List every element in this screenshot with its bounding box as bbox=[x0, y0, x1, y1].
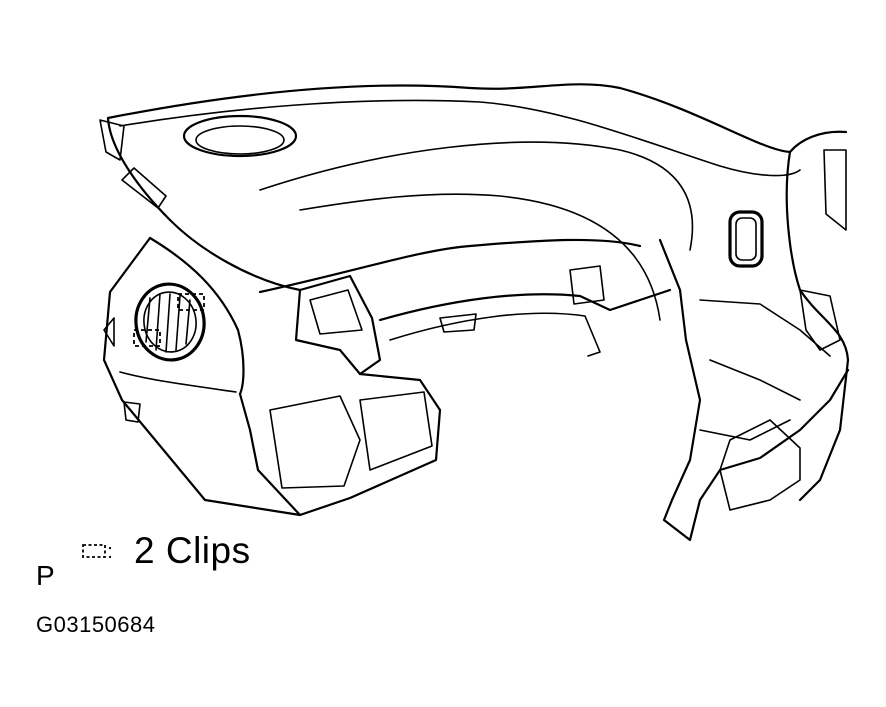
right-frame bbox=[658, 238, 850, 542]
side-air-vent-inner bbox=[143, 291, 197, 353]
legend-separator: : bbox=[107, 541, 113, 562]
panel-top-surface bbox=[106, 83, 792, 154]
panel-top-inner-line bbox=[119, 99, 801, 177]
panel-center-curve bbox=[299, 193, 661, 321]
lower-frame-box bbox=[269, 395, 361, 489]
vent-slot-right-inner bbox=[735, 217, 757, 261]
right-frame-brace bbox=[719, 419, 801, 511]
panel-rear-line bbox=[259, 141, 694, 251]
left-panel-flange bbox=[99, 119, 167, 209]
figure-id: G03150684 bbox=[36, 612, 156, 637]
side-air-vent-outer bbox=[134, 282, 206, 362]
left-panel-lower bbox=[119, 371, 237, 393]
right-side-rail bbox=[798, 358, 850, 502]
center-beam-lower bbox=[389, 312, 601, 357]
right-edge-upper bbox=[788, 130, 848, 154]
right-edge-bracket bbox=[823, 149, 847, 231]
legend: : 2 Clips bbox=[80, 530, 251, 572]
speaker-ring-inner bbox=[195, 125, 285, 155]
center-beam bbox=[378, 288, 672, 322]
lower-frame-box-2 bbox=[359, 391, 433, 471]
center-bracket-tab bbox=[439, 265, 605, 333]
view-letter: P bbox=[36, 560, 55, 591]
vent-slot-right bbox=[728, 210, 764, 268]
dashed-clip-outline-icon: : bbox=[82, 541, 113, 562]
left-panel-tab bbox=[103, 317, 141, 423]
right-frame-bracket bbox=[799, 289, 841, 351]
lower-frame-left bbox=[238, 372, 442, 517]
center-bracket bbox=[294, 274, 382, 376]
center-bracket-inner bbox=[309, 289, 363, 335]
right-edge-down bbox=[785, 150, 850, 362]
left-side-panel bbox=[102, 236, 302, 517]
panel-lower-curve bbox=[258, 238, 642, 294]
speaker-ring-outer bbox=[182, 114, 298, 158]
left-panel-edge bbox=[148, 236, 245, 396]
side-air-vent-louvers bbox=[145, 293, 191, 353]
panel-front-sweep bbox=[106, 116, 302, 292]
legend-text: 2 Clips bbox=[134, 530, 251, 571]
